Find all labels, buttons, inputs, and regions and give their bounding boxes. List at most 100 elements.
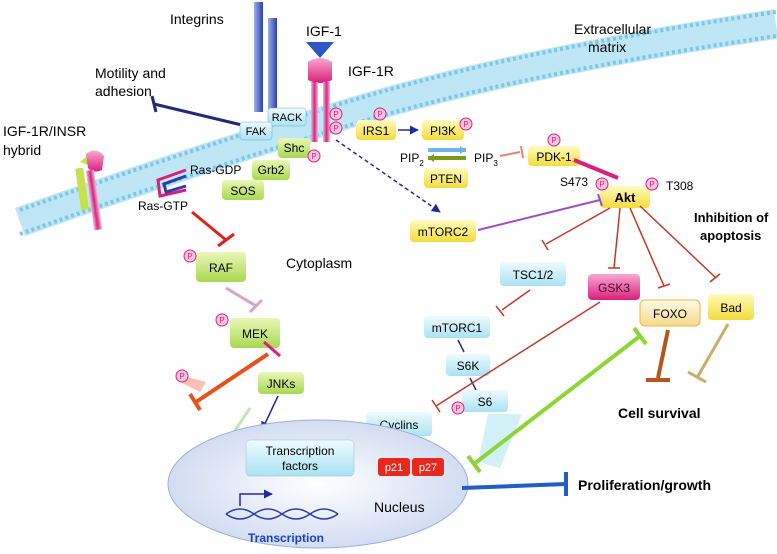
p27-node: p27 [412, 458, 444, 476]
phospho-akt-s473: P [595, 177, 609, 191]
svg-text:RACK: RACK [272, 112, 303, 124]
hybrid-receptor [75, 150, 104, 231]
pip-conversion-arrows [428, 146, 466, 162]
raf-node: RAF [196, 252, 246, 282]
ras-gtp-label: Ras-GTP [138, 199, 188, 213]
nucleus-to-proliferation [461, 482, 567, 490]
mtorc2-node: mTORC2 [410, 220, 476, 242]
svg-text:P: P [455, 404, 460, 413]
akt-node: Akt [600, 186, 650, 208]
svg-text:P: P [311, 152, 316, 161]
pten-node: PTEN [424, 168, 468, 188]
foxo-node: FOXO [639, 299, 701, 327]
bad-node: Bad [708, 294, 754, 320]
fak-node: FAK [239, 121, 273, 141]
gsk3-node: GSK3 [588, 274, 640, 300]
svg-text:p27: p27 [419, 462, 437, 474]
svg-text:P: P [333, 124, 338, 133]
ecm-label-line1: Extracellular [574, 21, 651, 37]
svg-text:RAF: RAF [209, 261, 233, 275]
p21-node: p21 [378, 458, 410, 476]
svg-text:PI3K: PI3K [430, 124, 456, 138]
svg-text:P: P [649, 180, 654, 189]
bad-to-survival [696, 323, 730, 377]
svg-text:Bad: Bad [720, 301, 741, 315]
svg-text:PTEN: PTEN [430, 172, 462, 186]
nucleus [167, 419, 469, 549]
igf1r-receptor [308, 58, 332, 142]
svg-text:P: P [179, 372, 184, 381]
shc-node: Shc [278, 138, 310, 158]
s473-label: S473 [560, 175, 588, 189]
pip3-activates-pdk1 [499, 151, 521, 157]
grb2-node: Grb2 [252, 160, 290, 180]
s6-to-nucleus-fade [478, 414, 522, 468]
irs1-node: IRS1 [356, 120, 396, 140]
svg-text:TSC1/2: TSC1/2 [513, 268, 554, 282]
phospho-s6: P [451, 401, 465, 415]
svg-text:SOS: SOS [230, 184, 255, 198]
phospho-markers: P P P P P P P P P P P P [175, 107, 659, 415]
tf-node: Transcription factors [245, 439, 355, 477]
fak-inhibits-motility [153, 102, 247, 128]
svg-text:P: P [333, 110, 338, 119]
pip2-label: PIP2 [400, 151, 424, 168]
mek-node: MEK [230, 318, 280, 348]
transcription-start-arrow [239, 489, 273, 506]
tsc-to-mtorc1 [501, 289, 531, 311]
hybrid-label-line1: IGF-1R/INSR [3, 123, 86, 139]
sos-node: SOS [222, 180, 264, 200]
svg-text:MEK: MEK [242, 327, 268, 341]
ras-gdp-label: Ras-GDP [190, 163, 241, 177]
svg-text:mTORC2: mTORC2 [418, 225, 469, 239]
pi3k-node: PI3K [422, 120, 464, 140]
foxo-to-survival [656, 329, 670, 379]
inhibition-label-line1: Inhibition of [694, 210, 769, 225]
phospho-raf: P [183, 249, 197, 263]
svg-text:mTORC1: mTORC1 [432, 321, 483, 335]
svg-text:P: P [599, 180, 604, 189]
igf1-ligand [306, 42, 334, 58]
motility-label-line2: adhesion [95, 83, 152, 99]
svg-text:JNKs: JNKs [267, 377, 296, 391]
svg-text:Shc: Shc [284, 141, 305, 155]
igf1-label: IGF-1 [306, 23, 342, 39]
cell-membrane [14, 9, 777, 237]
phospho-orange: P [175, 369, 189, 383]
phospho-shc: P [307, 149, 321, 163]
mtorc2-to-akt [477, 199, 601, 231]
proliferation-label: Proliferation/growth [578, 477, 711, 493]
svg-text:FAK: FAK [246, 126, 267, 138]
svg-text:P: P [551, 136, 556, 145]
svg-text:Transcription: Transcription [266, 444, 335, 458]
svg-text:Akt: Akt [615, 190, 637, 205]
s6k-node: S6K [446, 354, 490, 376]
cell-survival-label: Cell survival [618, 405, 701, 421]
pdk1-to-akt [573, 158, 619, 180]
jnks-node: JNKs [258, 372, 304, 394]
integrin-receptor [254, 2, 277, 114]
inhibition-label-line2: apoptosis [700, 228, 761, 243]
svg-text:p21: p21 [385, 462, 403, 474]
svg-text:PDK-1: PDK-1 [536, 150, 572, 164]
phospho-igf1r-b: P [329, 121, 343, 135]
pip3-label: PIP3 [474, 151, 498, 168]
phospho-akt-t308: P [645, 177, 659, 191]
tsc-node: TSC1/2 [500, 262, 566, 286]
svg-text:S6K: S6K [457, 359, 480, 373]
svg-text:P: P [463, 120, 468, 129]
phospho-mek: P [215, 313, 229, 327]
svg-text:IRS1: IRS1 [363, 124, 390, 138]
svg-text:factors: factors [282, 459, 318, 473]
phospho-pi3k: P [459, 117, 473, 131]
svg-text:P: P [219, 316, 224, 325]
svg-text:Grb2: Grb2 [258, 163, 285, 177]
svg-text:FOXO: FOXO [653, 307, 687, 321]
transcription-label: Transcription [248, 531, 324, 545]
igf1r-label: IGF-1R [348, 63, 394, 79]
mtorc1-node: mTORC1 [424, 316, 490, 338]
svg-text:P: P [377, 110, 382, 119]
dna-helix [225, 508, 339, 520]
